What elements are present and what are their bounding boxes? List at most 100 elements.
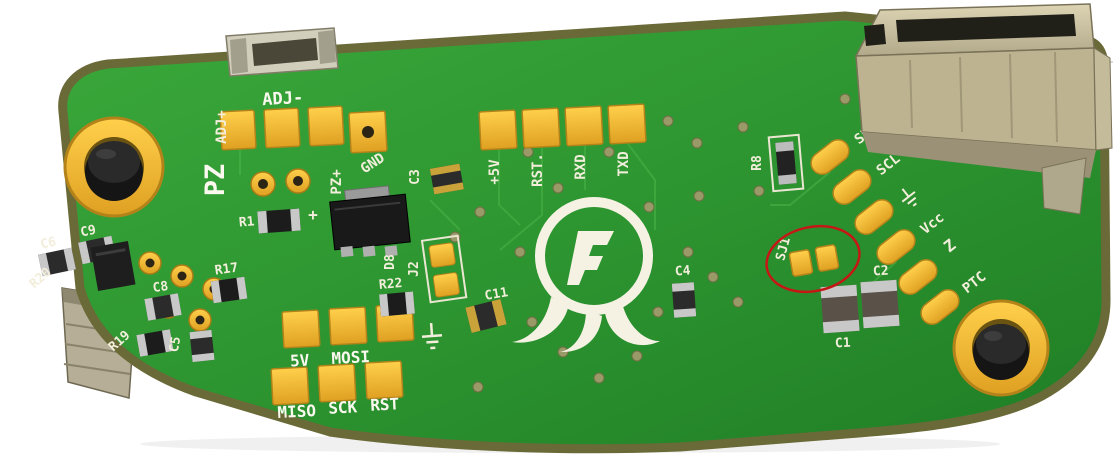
label-adj-plus: ADJ+ bbox=[214, 110, 230, 144]
label-c11: C11 bbox=[484, 285, 510, 304]
label-miso: MISO bbox=[277, 401, 316, 422]
via bbox=[552, 182, 564, 194]
connector-slot bbox=[896, 14, 1076, 42]
component-r8 bbox=[767, 133, 805, 193]
component-c8 bbox=[144, 293, 182, 321]
label-c8: C8 bbox=[152, 279, 170, 296]
voltage-regulator bbox=[329, 185, 411, 258]
pad-icsp bbox=[281, 309, 321, 349]
via bbox=[631, 350, 643, 362]
label-r22: R22 bbox=[378, 276, 403, 293]
via bbox=[691, 137, 703, 149]
pad-vcc bbox=[876, 229, 916, 265]
pad-rst bbox=[521, 107, 561, 149]
ground-symbol-bottom bbox=[421, 322, 443, 350]
pad-5v bbox=[478, 109, 518, 151]
label-pz: PZ bbox=[200, 164, 231, 197]
via bbox=[682, 246, 694, 258]
component-r19 bbox=[136, 329, 174, 357]
via bbox=[643, 201, 655, 213]
component-r1 bbox=[257, 208, 301, 234]
i2c-pad-column bbox=[810, 139, 960, 325]
label-r17: R17 bbox=[214, 260, 239, 278]
via bbox=[472, 381, 484, 393]
via bbox=[514, 246, 526, 258]
components bbox=[38, 133, 900, 363]
annotation-sj1-ellipse bbox=[765, 224, 861, 294]
pad-txd bbox=[607, 103, 647, 145]
label-c6: C6 bbox=[39, 235, 58, 253]
pad-icsp bbox=[270, 366, 310, 406]
pad-icsp bbox=[317, 363, 357, 403]
label-plus5v: +5V bbox=[487, 159, 503, 185]
label-c2: C2 bbox=[873, 264, 889, 280]
label-r1: R1 bbox=[238, 214, 255, 230]
pad-scl bbox=[832, 169, 872, 205]
pad-icsp bbox=[364, 360, 404, 400]
serial-pad-group bbox=[478, 103, 647, 151]
component-c6 bbox=[38, 247, 76, 277]
label-c5: C5 bbox=[167, 335, 184, 353]
pad-adj-3 bbox=[307, 105, 345, 147]
mounting-hole-bottom-right bbox=[952, 299, 1050, 397]
label-d8: D8 bbox=[383, 254, 398, 270]
component-c2 bbox=[860, 279, 900, 329]
label-sck: SCK bbox=[328, 397, 358, 418]
pad-sj1-b bbox=[814, 244, 840, 272]
label-c4: C4 bbox=[674, 263, 691, 279]
label-c9: C9 bbox=[79, 223, 97, 241]
via bbox=[662, 115, 674, 127]
label-rst-bottom: RST bbox=[370, 394, 400, 414]
trace-field bbox=[239, 143, 897, 286]
component-r22 bbox=[379, 291, 415, 317]
component-j2 bbox=[420, 234, 468, 304]
via bbox=[839, 93, 851, 105]
label-rst-top: RST. bbox=[530, 153, 546, 187]
top-right-connector bbox=[854, 3, 1113, 215]
component-c5 bbox=[189, 329, 215, 363]
pad-sj1-a bbox=[788, 249, 814, 277]
label-r8: R8 bbox=[750, 155, 765, 171]
via bbox=[737, 121, 749, 133]
pad-rxd bbox=[564, 105, 604, 147]
mounting-hole-top-left bbox=[63, 116, 165, 218]
pad-sda bbox=[810, 139, 850, 175]
pad-gnd-hole bbox=[362, 126, 374, 138]
label-j2: J2 bbox=[407, 261, 422, 277]
component-r17 bbox=[210, 276, 248, 304]
icsp-pad-grid bbox=[270, 303, 415, 406]
pad-icsp bbox=[328, 306, 368, 346]
component-c4 bbox=[671, 282, 697, 318]
label-c3: C3 bbox=[408, 169, 423, 185]
pad-z bbox=[898, 259, 938, 295]
label-mosi: MOSI bbox=[331, 347, 370, 368]
via bbox=[603, 146, 615, 158]
label-adj-minus: ADJ- bbox=[262, 88, 304, 110]
via bbox=[693, 190, 705, 202]
pad-adj-1 bbox=[219, 109, 257, 151]
via bbox=[753, 185, 765, 197]
label-isp-5v: 5V bbox=[290, 350, 311, 370]
via bbox=[652, 306, 664, 318]
ground-symbol-right bbox=[901, 188, 917, 207]
label-txd: TXD bbox=[616, 151, 632, 176]
via bbox=[732, 296, 744, 308]
via bbox=[593, 372, 605, 384]
pad-ptc bbox=[920, 289, 960, 325]
connector-slot bbox=[864, 24, 886, 46]
top-center-connector bbox=[225, 27, 339, 77]
via bbox=[474, 206, 486, 218]
via bbox=[707, 271, 719, 283]
component-c3 bbox=[429, 163, 464, 195]
via bbox=[526, 316, 538, 328]
label-pz-plus: PZ+ bbox=[329, 169, 345, 194]
component-c11 bbox=[465, 299, 507, 333]
pad-gnd-right bbox=[854, 199, 894, 235]
label-rxd: RXD bbox=[573, 154, 589, 179]
label-c1: C1 bbox=[835, 336, 852, 352]
label-plus-mark: + bbox=[308, 205, 318, 224]
pad-adj-2 bbox=[263, 107, 301, 149]
component-inductor bbox=[90, 241, 136, 291]
component-c1 bbox=[820, 284, 860, 334]
